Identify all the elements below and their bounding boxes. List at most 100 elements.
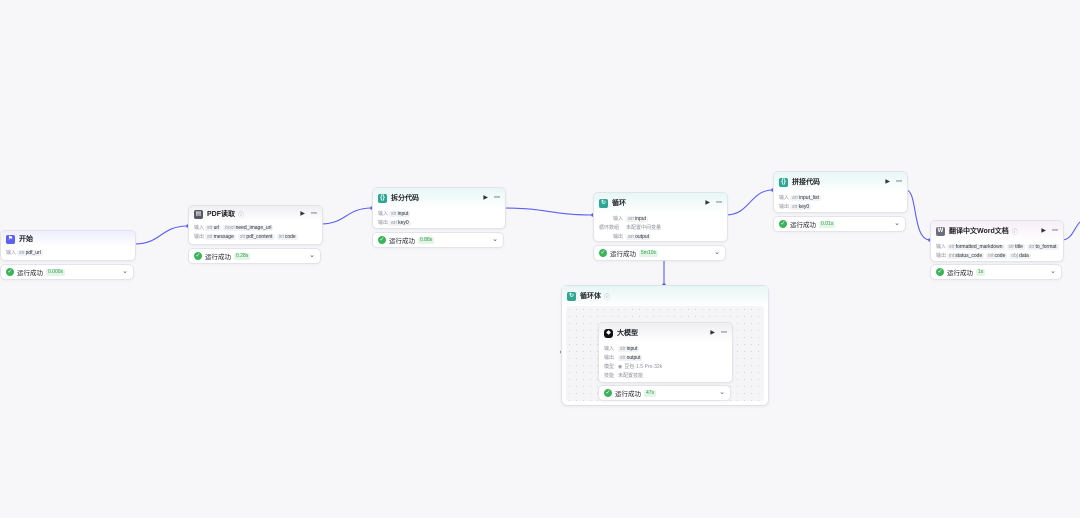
chevron-down-icon[interactable]: ⌄ xyxy=(719,389,725,396)
node-word-header[interactable]: W 翻译中文Word文档 ⓘ ▶ ⋯ xyxy=(931,221,1063,241)
node-llm-header[interactable]: ◆ 大模型 ▶ ⋯ xyxy=(599,323,732,343)
code-icon: {} xyxy=(378,193,387,203)
info-icon[interactable]: ⓘ xyxy=(604,294,611,301)
loop-body-title: 循环体 xyxy=(580,293,601,300)
node-loop-title: 循环 xyxy=(612,200,626,207)
node-pdf-header[interactable]: ▤ PDF读取 ⓘ ▶ ⋯ xyxy=(189,206,322,222)
node-start-title: 开始 xyxy=(19,236,33,243)
node-merge-status[interactable]: ✓ 运行成功 0.01s ⌄ xyxy=(773,216,906,232)
chevron-down-icon[interactable]: ⌄ xyxy=(894,220,900,227)
more-icon[interactable]: ⋯ xyxy=(494,195,500,201)
duration-badge: 0.000s xyxy=(46,268,66,276)
more-icon[interactable]: ⋯ xyxy=(716,200,722,206)
node-start-header[interactable]: ⚑ 开始 xyxy=(1,231,135,247)
run-icon[interactable]: ▶ xyxy=(885,179,890,185)
node-loop-array-row: 循环数组 未配置中间变量 xyxy=(599,225,662,231)
duration-badge: 0.28s xyxy=(234,252,251,260)
word-doc-icon: W xyxy=(936,226,945,236)
loop-body-header[interactable]: ↻ 循环体 ⓘ xyxy=(562,286,768,306)
node-pdf-title: PDF读取 xyxy=(207,211,235,218)
check-circle-icon: ✓ xyxy=(604,389,612,397)
node-llm-model-row: 模型 ◉ 豆包·1.5·Pro·32k xyxy=(604,363,663,371)
node-start-status[interactable]: ✓ 运行成功 0.000s ⌄ xyxy=(0,264,134,280)
node-llm-status[interactable]: ✓ 运行成功 47s ⌄ xyxy=(598,385,731,401)
node-loop-status[interactable]: ✓ 运行成功 5m10s ⌄ xyxy=(593,245,726,261)
node-merge-title: 拼接代码 xyxy=(792,179,820,186)
play-flag-icon: ⚑ xyxy=(6,234,15,244)
loop-icon: ↻ xyxy=(599,198,608,208)
node-split-header[interactable]: {} 拆分代码 ▶ ⋯ xyxy=(373,188,505,208)
check-circle-icon: ✓ xyxy=(6,268,14,276)
duration-badge: 5m10s xyxy=(639,249,659,257)
check-circle-icon: ✓ xyxy=(936,268,944,276)
node-merge-header[interactable]: {} 拼接代码 ▶ ⋯ xyxy=(774,172,907,192)
more-icon[interactable]: ⋯ xyxy=(896,179,902,185)
check-circle-icon: ✓ xyxy=(194,252,202,260)
chevron-down-icon[interactable]: ⌄ xyxy=(492,236,498,243)
chevron-down-icon[interactable]: ⌄ xyxy=(122,268,128,275)
node-word-status[interactable]: ✓ 运行成功 1s ⌄ xyxy=(930,264,1062,280)
run-icon[interactable]: ▶ xyxy=(483,195,488,201)
more-icon[interactable]: ⋯ xyxy=(311,211,317,217)
chevron-down-icon[interactable]: ⌄ xyxy=(714,249,720,256)
more-icon[interactable]: ⋯ xyxy=(1052,228,1058,234)
edge-start-pdf xyxy=(133,225,189,245)
run-icon[interactable]: ▶ xyxy=(300,211,305,217)
check-circle-icon: ✓ xyxy=(779,220,787,228)
more-icon[interactable]: ⋯ xyxy=(721,330,727,336)
node-pdf-status[interactable]: ✓ 运行成功 0.28s ⌄ xyxy=(188,248,321,264)
edge-pdf-split xyxy=(320,207,373,225)
node-loop-header[interactable]: ↻ 循环 ▶ ⋯ xyxy=(594,193,727,213)
run-icon[interactable]: ▶ xyxy=(710,330,715,336)
pdf-icon: ▤ xyxy=(194,209,203,219)
chevron-down-icon[interactable]: ⌄ xyxy=(1050,268,1056,275)
node-split-status[interactable]: ✓ 运行成功 0.88s ⌄ xyxy=(372,232,504,248)
run-icon[interactable]: ▶ xyxy=(1041,228,1046,234)
loop-icon: ↻ xyxy=(567,291,576,301)
info-icon[interactable]: ⓘ xyxy=(238,212,245,219)
duration-badge: 1s xyxy=(976,268,986,276)
check-circle-icon: ✓ xyxy=(378,236,386,244)
duration-badge: 0.88s xyxy=(418,236,435,244)
run-icon[interactable]: ▶ xyxy=(705,200,710,206)
chevron-down-icon[interactable]: ⌄ xyxy=(309,252,315,259)
info-icon[interactable]: ⓘ xyxy=(1011,229,1018,236)
